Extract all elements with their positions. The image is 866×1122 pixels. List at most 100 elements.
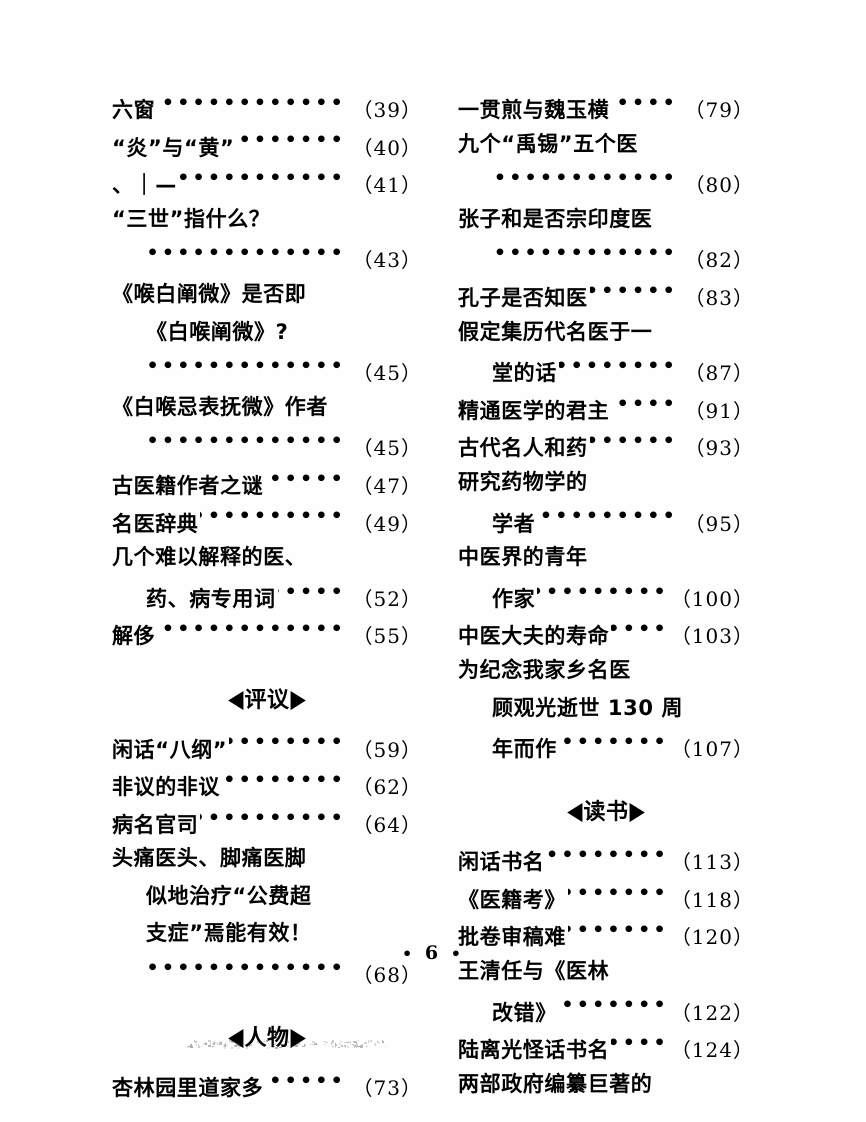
toc-leader-dots: ••••••••••••••••••••••••••••••••••••••••…: [537, 585, 669, 606]
toc-entry[interactable]: ••••••••••••••••••••••••••••••••••••••••…: [112, 359, 422, 397]
triangle-right-icon: ▶: [629, 795, 645, 826]
leader-dot-run: ••••••••••••••••••••••••••••••••••••••••…: [265, 471, 346, 489]
toc-entry-title: 几个难以解释的医、: [112, 545, 307, 570]
toc-column-left: 六窗••••••••••••••••••••••••••••••••••••••…: [112, 96, 422, 1112]
toc-leader-dots: ••••••••••••••••••••••••••••••••••••••••…: [148, 434, 346, 455]
toc-entry[interactable]: ••••••••••••••••••••••••••••••••••••••••…: [112, 961, 422, 999]
toc-leader-dots: ••••••••••••••••••••••••••••••••••••••••…: [590, 434, 678, 455]
toc-entry[interactable]: 六窗••••••••••••••••••••••••••••••••••••••…: [112, 96, 422, 134]
toc-entry[interactable]: 九个“禹锡”五个医•••••••••••••••••••••••••••••••…: [458, 131, 754, 172]
toc-entry-page-number: （59）: [352, 737, 422, 762]
toc-entry[interactable]: 闲话书名••••••••••••••••••••••••••••••••••••…: [458, 848, 754, 886]
toc-spacer: [112, 999, 422, 1018]
toc-spacer: [112, 1055, 422, 1074]
toc-entry[interactable]: 药、病专用词••••••••••••••••••••••••••••••••••…: [112, 585, 422, 623]
leader-dot-run: ••••••••••••••••••••••••••••••••••••••••…: [611, 622, 669, 640]
toc-entry[interactable]: 顾观光逝世 130 周•••••••••••••••••••••••••••••…: [458, 695, 754, 736]
toc-entry[interactable]: 《医籍考》•••••••••••••••••••••••••••••••••••…: [458, 886, 754, 924]
toc-entry-page-number: （95）: [684, 511, 754, 536]
toc-entry[interactable]: 批卷审稿难•••••••••••••••••••••••••••••••••••…: [458, 923, 754, 961]
toc-leader-dots: ••••••••••••••••••••••••••••••••••••••••…: [200, 811, 346, 832]
toc-entry[interactable]: ••••••••••••••••••••••••••••••••••••••••…: [458, 171, 754, 209]
toc-spacer: [112, 717, 422, 736]
toc-entry[interactable]: 假定集历代名医于一•••••••••••••••••••••••••••••••…: [458, 319, 754, 360]
toc-entry[interactable]: 支症”焉能有效！••••••••••••••••••••••••••••••••…: [112, 923, 422, 961]
toc-entry[interactable]: ••••••••••••••••••••••••••••••••••••••••…: [112, 434, 422, 472]
leader-dot-run: ••••••••••••••••••••••••••••••••••••••••…: [148, 434, 346, 452]
toc-entry[interactable]: 名医辞典••••••••••••••••••••••••••••••••••••…: [112, 510, 422, 548]
toc-entry-title: 《医籍考》: [458, 887, 566, 912]
toc-entry[interactable]: 病名官司••••••••••••••••••••••••••••••••••••…: [112, 811, 422, 849]
toc-entry[interactable]: ••••••••••••••••••••••••••••••••••••••••…: [112, 246, 422, 284]
toc-entry[interactable]: ••••••••••••••••••••••••••••••••••••••••…: [458, 246, 754, 284]
toc-entry[interactable]: 精通医学的君主•••••••••••••••••••••••••••••••••…: [458, 397, 754, 435]
toc-entry[interactable]: 头痛医头、脚痛医脚•••••••••••••••••••••••••••••••…: [112, 848, 422, 886]
toc-entry[interactable]: 《喉白阐微》是否即•••••••••••••••••••••••••••••••…: [112, 283, 422, 322]
toc-entry-title: 《白喉阐微》?: [146, 319, 289, 344]
toc-entry-title: 精通医学的君主: [458, 398, 610, 423]
toc-leader-dots: ••••••••••••••••••••••••••••••••••••••••…: [236, 134, 346, 155]
folio-dot-right: •: [450, 944, 464, 963]
toc-entry[interactable]: 几个难以解释的医、•••••••••••••••••••••••••••••••…: [112, 547, 422, 585]
toc-entry-title: 一贯煎与魏玉横: [458, 98, 610, 122]
leader-dot-run: ••••••••••••••••••••••••••••••••••••••••…: [229, 735, 346, 753]
toc-entry[interactable]: 解侈••••••••••••••••••••••••••••••••••••••…: [112, 622, 422, 660]
toc-entry-page-number: （120）: [670, 925, 754, 950]
toc-entry-page-number: （45）: [352, 436, 422, 461]
toc-entry[interactable]: 学者••••••••••••••••••••••••••••••••••••••…: [458, 510, 754, 548]
triangle-left-icon: ◀: [567, 795, 583, 826]
toc-entry[interactable]: 年而作•••••••••••••••••••••••••••••••••••••…: [458, 735, 754, 773]
toc-entry[interactable]: 张子和是否宗印度医•••••••••••••••••••••••••••••••…: [458, 208, 754, 247]
toc-entry-page-number: （124）: [670, 1038, 754, 1063]
toc-entry[interactable]: 杏林园里道家多•••••••••••••••••••••••••••••••••…: [112, 1074, 422, 1112]
toc-entry[interactable]: 两部政府编纂巨著的•••••••••••••••••••••••••••••••…: [458, 1073, 754, 1112]
toc-entry-title: 年而作: [492, 737, 557, 762]
toc-entry-title: 解侈: [112, 624, 156, 649]
toc-entry-title: 九个“禹锡”五个医: [458, 131, 639, 156]
toc-entry[interactable]: 中医大夫的寿命•••••••••••••••••••••••••••••••••…: [458, 622, 754, 660]
toc-entry-page-number: （80）: [684, 173, 754, 198]
toc-entry[interactable]: 古代名人和药••••••••••••••••••••••••••••••••••…: [458, 434, 754, 472]
toc-entry-page-number: （83）: [684, 285, 754, 310]
toc-entry-title: 假定集历代名医于一: [458, 319, 653, 344]
toc-entry[interactable]: 研究药物学的••••••••••••••••••••••••••••••••••…: [458, 471, 754, 510]
toc-entry-title: 名医辞典: [112, 511, 199, 536]
toc-entry-title: 似地治疗“公费超: [146, 883, 312, 908]
toc-entry[interactable]: 作家••••••••••••••••••••••••••••••••••••••…: [458, 585, 754, 623]
toc-entry-page-number: （40）: [352, 135, 422, 160]
toc-entry[interactable]: 、｜—•••••••••••••••••••••••••••••••••••••…: [112, 171, 422, 209]
toc-entry[interactable]: 为纪念我家乡名医••••••••••••••••••••••••••••••••…: [458, 659, 754, 698]
leader-dot-run: ••••••••••••••••••••••••••••••••••••••••…: [222, 773, 346, 790]
toc-entry[interactable]: 中医界的青年••••••••••••••••••••••••••••••••••…: [458, 547, 754, 585]
toc-entry-title: 王清任与《医林: [458, 959, 610, 984]
toc-entry[interactable]: 王清任与《医林•••••••••••••••••••••••••••••••••…: [458, 961, 754, 999]
page-folio: • 6 •: [0, 942, 866, 964]
toc-entry-title: 《白喉忌表抚微》作者: [112, 394, 328, 419]
toc-entry[interactable]: 古医籍作者之谜•••••••••••••••••••••••••••••••••…: [112, 472, 422, 510]
toc-entry-page-number: （79）: [684, 98, 754, 122]
leader-dot-run: ••••••••••••••••••••••••••••••••••••••••…: [278, 584, 346, 602]
triangle-right-icon: ▶: [290, 1021, 306, 1052]
toc-entry-title: 支症”焉能有效！: [146, 921, 312, 946]
toc-entry[interactable]: 非议的非议•••••••••••••••••••••••••••••••••••…: [112, 773, 422, 811]
toc-leader-dots: ••••••••••••••••••••••••••••••••••••••••…: [179, 171, 346, 192]
toc-entry-title: 顾观光逝世 130 周: [492, 695, 684, 720]
toc-entry[interactable]: 闲话“八纲”••••••••••••••••••••••••••••••••••…: [112, 736, 422, 774]
toc-entry[interactable]: “三世”指什么？••••••••••••••••••••••••••••••••…: [112, 208, 422, 247]
triangle-right-icon: ▶: [290, 682, 306, 713]
toc-entry[interactable]: 一贯煎与魏玉横•••••••••••••••••••••••••••••••••…: [458, 96, 754, 134]
toc-entry[interactable]: 改错》•••••••••••••••••••••••••••••••••••••…: [458, 999, 754, 1037]
toc-entry[interactable]: “炎”与“黄”•••••••••••••••••••••••••••••••••…: [112, 134, 422, 172]
toc-entry[interactable]: 《白喉忌表抚微》作者••••••••••••••••••••••••••••••…: [112, 394, 422, 435]
toc-leader-dots: ••••••••••••••••••••••••••••••••••••••••…: [200, 510, 346, 531]
toc-section-heading: ◀人物▶: [112, 1018, 422, 1056]
toc-entry[interactable]: 陆离光怪话书名•••••••••••••••••••••••••••••••••…: [458, 1036, 754, 1074]
toc-entry[interactable]: 《白喉阐微》?•••••••••••••••••••••••••••••••••…: [112, 319, 422, 360]
toc-entry[interactable]: 孔子是否知医••••••••••••••••••••••••••••••••••…: [458, 284, 754, 322]
toc-entry-page-number: （91）: [684, 398, 754, 423]
toc-leader-dots: ••••••••••••••••••••••••••••••••••••••••…: [148, 961, 346, 982]
toc-entry[interactable]: 堂的话•••••••••••••••••••••••••••••••••••••…: [458, 359, 754, 397]
toc-section-heading: ◀评议▶: [112, 679, 422, 717]
folio-number: 6: [424, 942, 442, 964]
toc-entry[interactable]: 似地治疗“公费超••••••••••••••••••••••••••••••••…: [112, 883, 422, 924]
